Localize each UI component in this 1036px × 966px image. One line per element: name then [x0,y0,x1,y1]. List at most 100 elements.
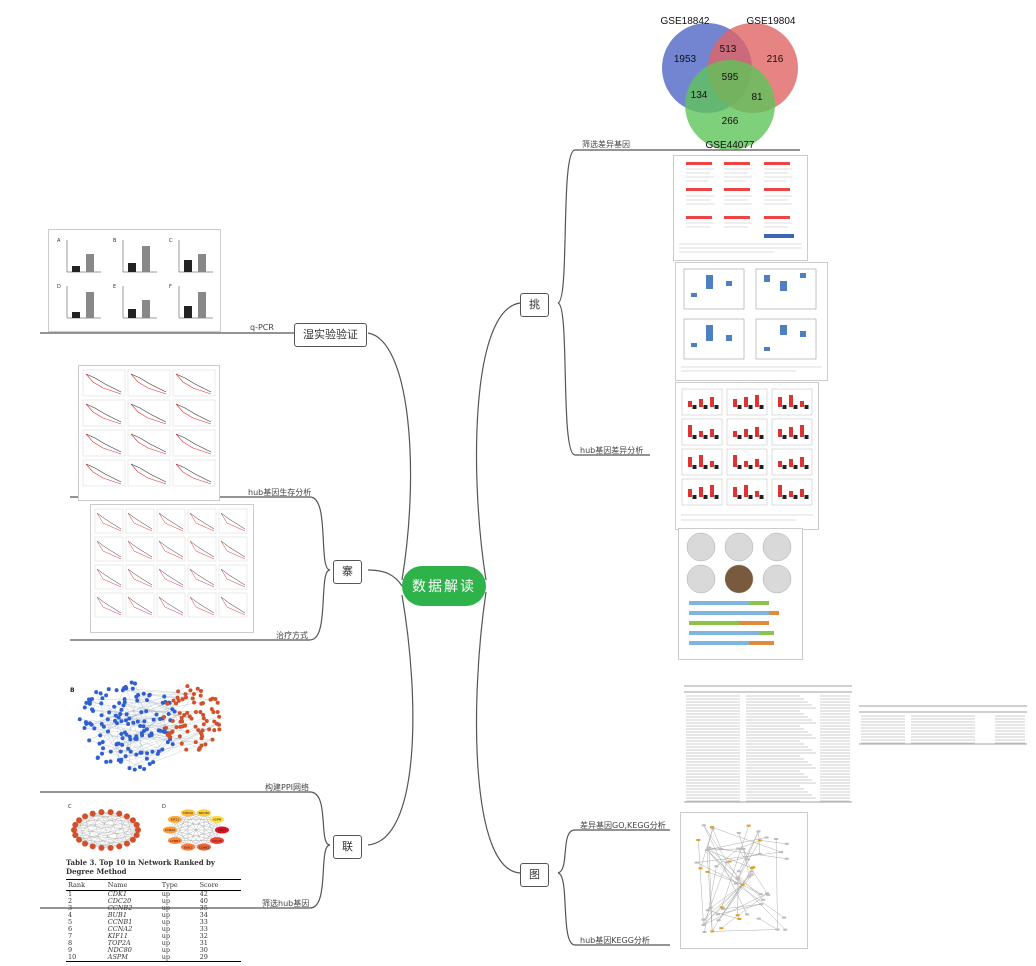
leaf-hub-select[interactable]: 筛选hub基因 [262,899,310,908]
table-cell: 32 [199,932,208,940]
qpcr-panel-label: C [169,238,173,244]
branch-tiao[interactable]: 挑 [520,293,549,317]
table-cell: 29 [197,954,241,962]
venn-a-only: 1953 [674,54,697,65]
hub-node-label: CCNA2 [165,828,175,832]
thumb-boxplot-figure-2 [675,382,819,530]
thumb-go-table [680,676,856,806]
table-cell: up [159,954,198,962]
leaf-ppi[interactable]: 构建PPI网络 [265,783,310,792]
branch-lian-label: 联 [342,840,353,853]
table3-header-type: Type [159,879,198,891]
link-center-tiao [475,302,521,581]
thumb-ihc-figure [678,528,803,660]
leaf-treatment[interactable]: 治疗方式 [276,631,308,640]
table-cell: 10 [66,954,106,962]
hub-node-label: TOP2A [182,811,194,815]
table-cell: up [161,897,171,905]
hub-node-label: BUB1 [184,845,192,849]
branch-tu-label: 图 [529,868,540,881]
venn-label-a: GSE18842 [661,16,710,27]
center-node[interactable]: 数据解读 [402,566,486,606]
branch-tiao-label: 挑 [529,298,540,311]
thumb-ppi-network: B [66,660,232,788]
link-tiao-hubdiff [557,302,650,456]
qpcr-panel-label: A [57,238,61,244]
thumb-treatment-figure [90,504,254,633]
table3-header-rank: Rank [66,879,106,891]
table-cell: 9 [68,946,73,954]
thumb-kegg-pathway [680,812,808,949]
link-center-lian [367,594,414,846]
qpcr-panel-label: D [57,284,61,290]
table3-container: Table 3. Top 10 in Network Ranked by Deg… [66,856,244,962]
branch-lian[interactable]: 联 [333,835,362,859]
venn-diagram: GSE18842 GSE19804 GSE44077 1953 216 513 … [661,16,798,150]
table-cell: 4 [68,911,73,919]
hub-node-label: NDC80 [199,811,210,815]
table-cell: up [161,890,171,898]
table-cell: NDC80 [107,946,132,954]
table-cell: 35 [199,904,208,912]
branch-shiyan[interactable]: 湿实验验证 [294,323,367,347]
table-cell: up [161,939,171,947]
hub-panel-label: D [162,804,166,810]
hub-panel-label: C [68,804,72,810]
leaf-hub-kegg[interactable]: hub基因KEGG分析 [580,936,650,945]
hub-node-label: CCNB2 [199,845,209,849]
hub-node-label: CDK1 [218,828,226,832]
table-cell: 5 [68,918,73,926]
leaf-qpcr[interactable]: q-PCR [250,323,274,332]
branch-zhai-label: 寨 [342,565,353,578]
table-cell: up [161,911,171,919]
table-cell: CCNA2 [107,925,133,933]
link-zhai-surv [70,496,331,571]
table-cell: 2 [68,897,73,905]
link-tu-gokegg [557,829,670,874]
leaf-hub-survival[interactable]: hub基因生存分析 [248,488,312,497]
table-cell: CCNB1 [107,918,133,926]
table-cell: 6 [68,925,73,933]
link-zhai-treat [70,569,331,641]
table-cell: 42 [199,890,208,898]
link-center-zhai [367,569,403,587]
link-tiao-filter [557,149,800,304]
branch-zhai[interactable]: 寨 [333,560,362,584]
table-cell: 7 [68,932,73,940]
table3-title: Table 3. Top 10 in Network Ranked by Deg… [66,858,215,876]
qpcr-panel-label: F [169,284,172,290]
table-cell: CCNB2 [107,904,133,912]
venn-b-only: 216 [767,54,784,65]
table-cell: CDC20 [107,897,132,905]
link-center-tu [475,591,521,874]
table-cell: up [161,925,171,933]
branch-tu[interactable]: 图 [520,863,549,887]
table-cell: 1 [68,890,73,898]
leaf-hub-diff[interactable]: hub基因差异分析 [580,446,644,455]
table-cell: 3 [68,904,73,912]
hub-node-label: ASPM [213,818,222,822]
leaf-go-kegg[interactable]: 差异基因GO,KEGG分析 [580,821,666,830]
link-center-shiyan [367,332,412,581]
table-cell: up [161,918,171,926]
table-cell: up [161,946,171,954]
leaf-filter-deg[interactable]: 筛选差异基因 [582,140,630,149]
table-cell: TOP2A [107,939,131,947]
thumb-boxplot-figure-1 [675,262,828,381]
venn-label-c: GSE44077 [706,140,755,150]
table-cell: 31 [199,939,208,947]
ppi-panel-label: B [70,687,75,694]
table-cell: 33 [199,918,208,926]
table-cell: up [161,904,171,912]
venn-label-b: GSE19804 [747,16,796,27]
branch-shiyan-label: 湿实验验证 [303,328,358,341]
hub-node-label: CDC20 [212,839,222,843]
